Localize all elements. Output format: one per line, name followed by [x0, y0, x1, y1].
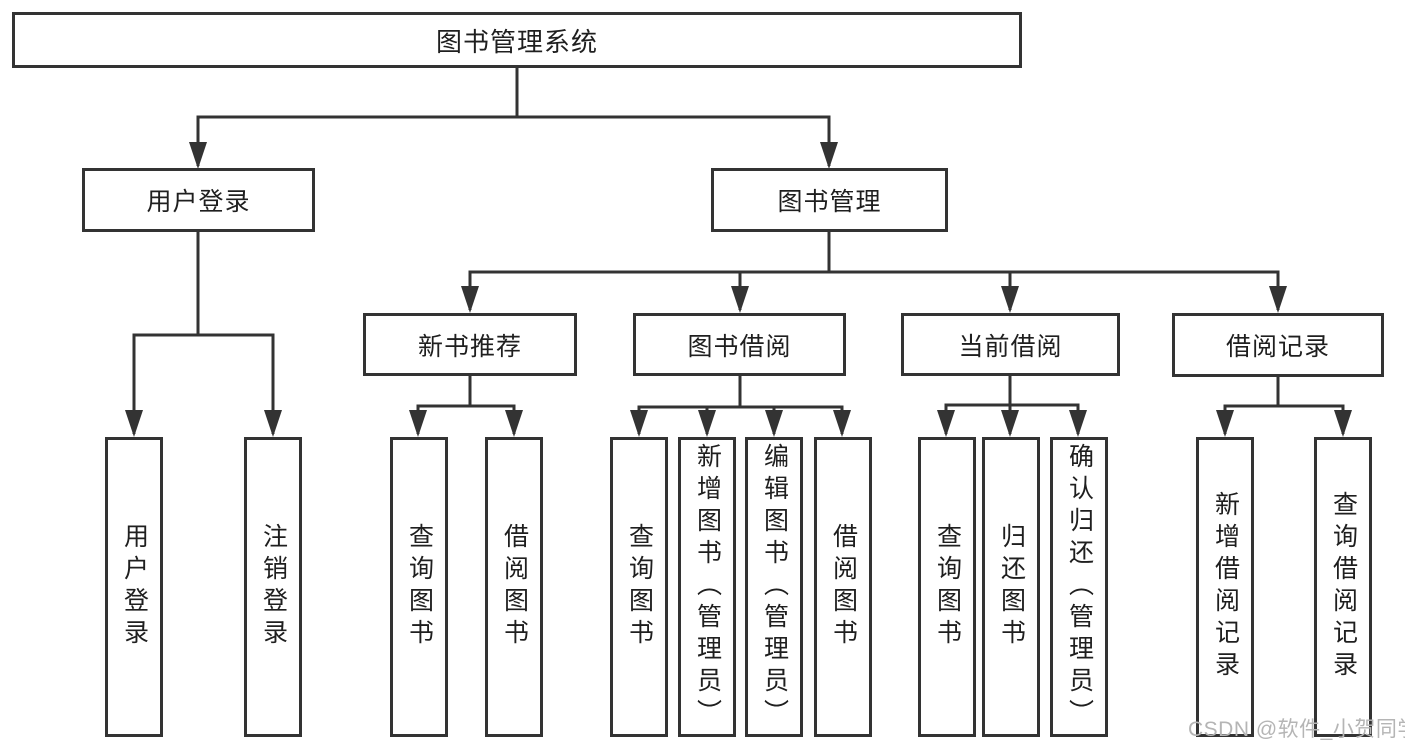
leaf-borrow-borrow-books-label: 借阅图书	[829, 523, 858, 651]
leaf-borrow-query-books: 查询图书	[610, 437, 668, 737]
node-user-login: 用户登录	[82, 168, 315, 232]
leaf-records-query-record-label: 查询借阅记录	[1329, 491, 1358, 683]
node-user-login-label: 用户登录	[146, 188, 251, 216]
node-library-management-system-label: 图书管理系统	[435, 26, 598, 57]
leaf-records-query-record: 查询借阅记录	[1314, 437, 1372, 737]
node-current-borrowing: 当前借阅	[901, 313, 1120, 376]
node-book-management-label: 图书管理	[777, 188, 882, 216]
node-new-book-recommend: 新书推荐	[363, 313, 577, 376]
leaf-recommend-query-books-label: 查询图书	[405, 523, 434, 651]
leaf-records-add-record: 新增借阅记录	[1196, 437, 1254, 737]
node-book-borrowing: 图书借阅	[633, 313, 846, 376]
node-book-management: 图书管理	[711, 168, 948, 232]
leaf-current-confirm-return-admin: 确认归还（管理员）	[1050, 437, 1108, 737]
leaf-current-query-books: 查询图书	[918, 437, 976, 737]
leaf-user-login: 用户登录	[105, 437, 163, 737]
leaf-borrow-borrow-books: 借阅图书	[814, 437, 872, 737]
leaf-recommend-borrow-books: 借阅图书	[485, 437, 543, 737]
node-new-book-recommend-label: 新书推荐	[417, 332, 522, 361]
leaf-borrow-query-books-label: 查询图书	[625, 523, 654, 651]
leaf-borrow-edit-books-admin: 编辑图书（管理员）	[745, 437, 803, 737]
node-library-management-system: 图书管理系统	[12, 12, 1022, 68]
leaf-logout-login-label: 注销登录	[259, 523, 288, 651]
leaf-borrow-add-books-admin-label: 新增图书（管理员）	[693, 443, 722, 731]
leaf-user-login-label: 用户登录	[120, 523, 149, 651]
leaf-logout-login: 注销登录	[244, 437, 302, 737]
leaf-current-confirm-return-admin-label: 确认归还（管理员）	[1065, 443, 1094, 731]
leaf-borrow-edit-books-admin-label: 编辑图书（管理员）	[760, 443, 789, 731]
leaf-current-return-books: 归还图书	[982, 437, 1040, 737]
node-borrowing-records-label: 借阅记录	[1225, 333, 1330, 361]
leaf-recommend-query-books: 查询图书	[390, 437, 448, 737]
node-borrowing-records: 借阅记录	[1172, 313, 1384, 377]
leaf-current-return-books-label: 归还图书	[997, 523, 1026, 651]
node-current-borrowing-label: 当前借阅	[958, 332, 1063, 361]
leaf-records-add-record-label: 新增借阅记录	[1211, 491, 1240, 683]
leaf-borrow-add-books-admin: 新增图书（管理员）	[678, 437, 736, 737]
leaf-current-query-books-label: 查询图书	[933, 523, 962, 651]
leaf-recommend-borrow-books-label: 借阅图书	[500, 523, 529, 651]
node-book-borrowing-label: 图书借阅	[687, 332, 792, 361]
